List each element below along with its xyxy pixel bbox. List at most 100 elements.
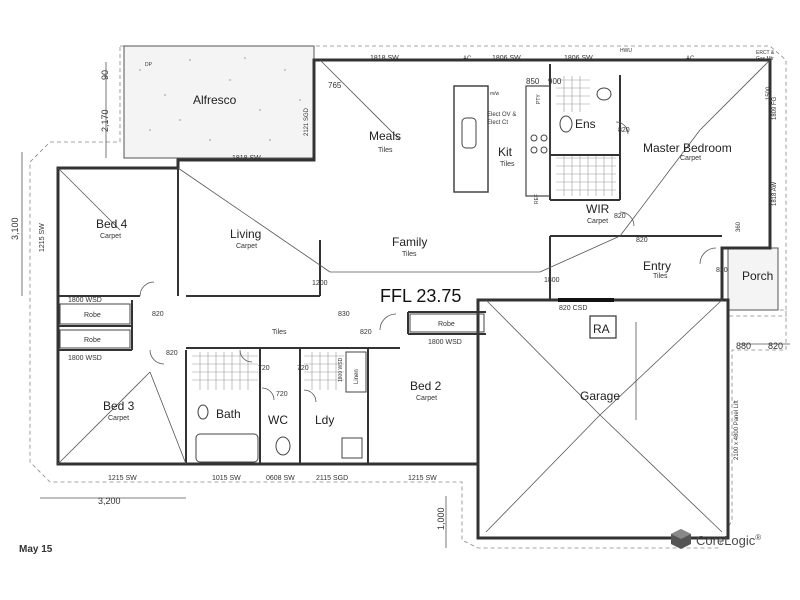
dim-2170: 2,170	[100, 109, 110, 132]
robe-label-2: Robe	[84, 337, 101, 344]
roof-lines	[57, 59, 771, 533]
room-family: Family	[392, 235, 427, 249]
elect-label-2: Elect Ct	[487, 120, 508, 126]
hall-floor: Tiles	[272, 329, 287, 336]
laundry-trough-icon	[341, 437, 363, 459]
robe-box-2	[59, 329, 131, 349]
dim-820-bed4: 820	[152, 311, 164, 318]
room-entry-floor: Tiles	[653, 273, 668, 280]
pty-label: PTY	[536, 94, 542, 104]
dim-3200: 3,200	[98, 496, 121, 506]
dim-820-hall: 820	[360, 329, 372, 336]
kitchen-counter	[525, 85, 551, 197]
ffl-label: FFL 23.75	[380, 286, 461, 306]
room-meals: Meals	[369, 129, 401, 143]
aw-label: 1818 AW	[772, 182, 778, 206]
room-bath: Bath	[216, 407, 241, 421]
hwu-label: HWU	[620, 48, 632, 54]
room-entry: Entry	[643, 259, 671, 273]
dim-820-porch: 820	[716, 267, 728, 274]
dim-top-1806-a: 1806 SW	[492, 55, 521, 62]
alfresco-area	[123, 45, 315, 159]
dim-1800-wsd-a: 1800 WSD	[68, 297, 102, 304]
alfresco-texture	[139, 57, 301, 141]
room-ldy: Ldy	[315, 413, 334, 427]
ensuite-toilet-icon	[596, 87, 612, 101]
room-meals-floor: Tiles	[378, 147, 393, 154]
dim-765: 765	[328, 81, 342, 90]
dim-2115-sgd: 2115 SGD	[316, 475, 348, 482]
dim-820-entry: 820	[636, 237, 648, 244]
room-bed4: Bed 4	[96, 217, 128, 231]
room-living-floor: Carpet	[236, 243, 257, 250]
dim-alfresco-1818: 1818 SW	[232, 155, 261, 162]
tile-pattern	[192, 76, 616, 390]
dim-850: 850	[526, 77, 540, 86]
mw-label: m/w	[490, 91, 500, 97]
dim-720-b: 720	[276, 391, 288, 398]
dim-830: 830	[338, 311, 350, 318]
dim-1500: 1500	[766, 86, 772, 100]
room-bed4-floor: Carpet	[100, 233, 121, 240]
room-master: Master Bedroom	[643, 141, 732, 155]
dim-720-c: 720	[297, 365, 309, 372]
sgd-label: 2121 SGD	[304, 107, 310, 136]
dim-1800-linen: 1800 WSD	[338, 357, 344, 382]
room-bed2-floor: Carpet	[416, 395, 437, 402]
porch-area	[727, 247, 779, 311]
room-wc: WC	[268, 413, 288, 427]
dp-label: DP	[145, 62, 153, 68]
room-bed3-floor: Carpet	[108, 415, 129, 422]
dim-820-right: 820	[768, 341, 783, 351]
erct-label: ERCT &	[756, 50, 775, 56]
wc-toilet-icon	[275, 436, 291, 456]
ra-box	[589, 315, 617, 339]
room-ens: Ens	[575, 117, 596, 131]
robe-label-3: Robe	[438, 321, 455, 328]
dim-1800-wsd-c: 1800 WSD	[428, 339, 462, 346]
robe-label-1: Robe	[84, 312, 101, 319]
ref-label: REF	[534, 194, 540, 204]
room-family-floor: Tiles	[402, 251, 417, 258]
room-bed3: Bed 3	[103, 399, 135, 413]
corelogic-logo-mark	[671, 529, 691, 549]
dim-1215-left: 1215 SW	[39, 223, 46, 252]
ensuite-basin-icon	[559, 115, 573, 133]
dim-820-bed3: 820	[166, 350, 178, 357]
dim-3100: 3,100	[10, 217, 20, 240]
dim-top-1806-b: 1806 SW	[564, 55, 593, 62]
bathtub-icon	[195, 433, 259, 463]
dim-360: 360	[736, 221, 742, 232]
dim-1215-b1: 1215 SW	[108, 475, 137, 482]
kitchen-island	[453, 85, 489, 193]
room-master-floor: Carpet	[680, 155, 701, 162]
elect-label-1: Elect OV &	[487, 112, 516, 118]
room-kit-floor: Tiles	[500, 161, 515, 168]
dimension-lines	[21, 62, 790, 548]
linen-label: Linen	[354, 369, 360, 384]
ac-label-2: AC	[686, 56, 695, 62]
room-kit: Kit	[498, 145, 513, 159]
dim-1200: 1200	[312, 280, 328, 287]
room-bed2: Bed 2	[410, 379, 442, 393]
dim-880: 880	[736, 341, 751, 351]
dim-820-wir: 820	[614, 213, 626, 220]
kitchen-sink	[461, 117, 477, 149]
room-alfresco: Alfresco	[193, 93, 237, 107]
corelogic-logo: CoreLogic®	[668, 525, 778, 555]
dim-90: 90	[100, 70, 110, 80]
fg-label: 1809 FG	[772, 96, 778, 120]
dim-top-1818: 1818 SW	[370, 55, 399, 62]
cooktop-icon	[530, 134, 548, 154]
room-wir-floor: Carpet	[587, 218, 608, 225]
dim-820-csd: 820 CSD	[559, 305, 587, 312]
dim-1800-wsd-b: 1800 WSD	[68, 355, 102, 362]
dim-1015: 1015 SW	[212, 475, 241, 482]
gas-label: Gas Mtr	[756, 56, 774, 62]
room-garage: Garage	[580, 389, 620, 403]
room-living: Living	[230, 227, 261, 241]
dim-0608: 0608 SW	[266, 475, 295, 482]
dim-1215-b2: 1215 SW	[408, 475, 437, 482]
dim-1800: 1800	[544, 277, 560, 284]
dim-720-a: 720	[258, 365, 270, 372]
